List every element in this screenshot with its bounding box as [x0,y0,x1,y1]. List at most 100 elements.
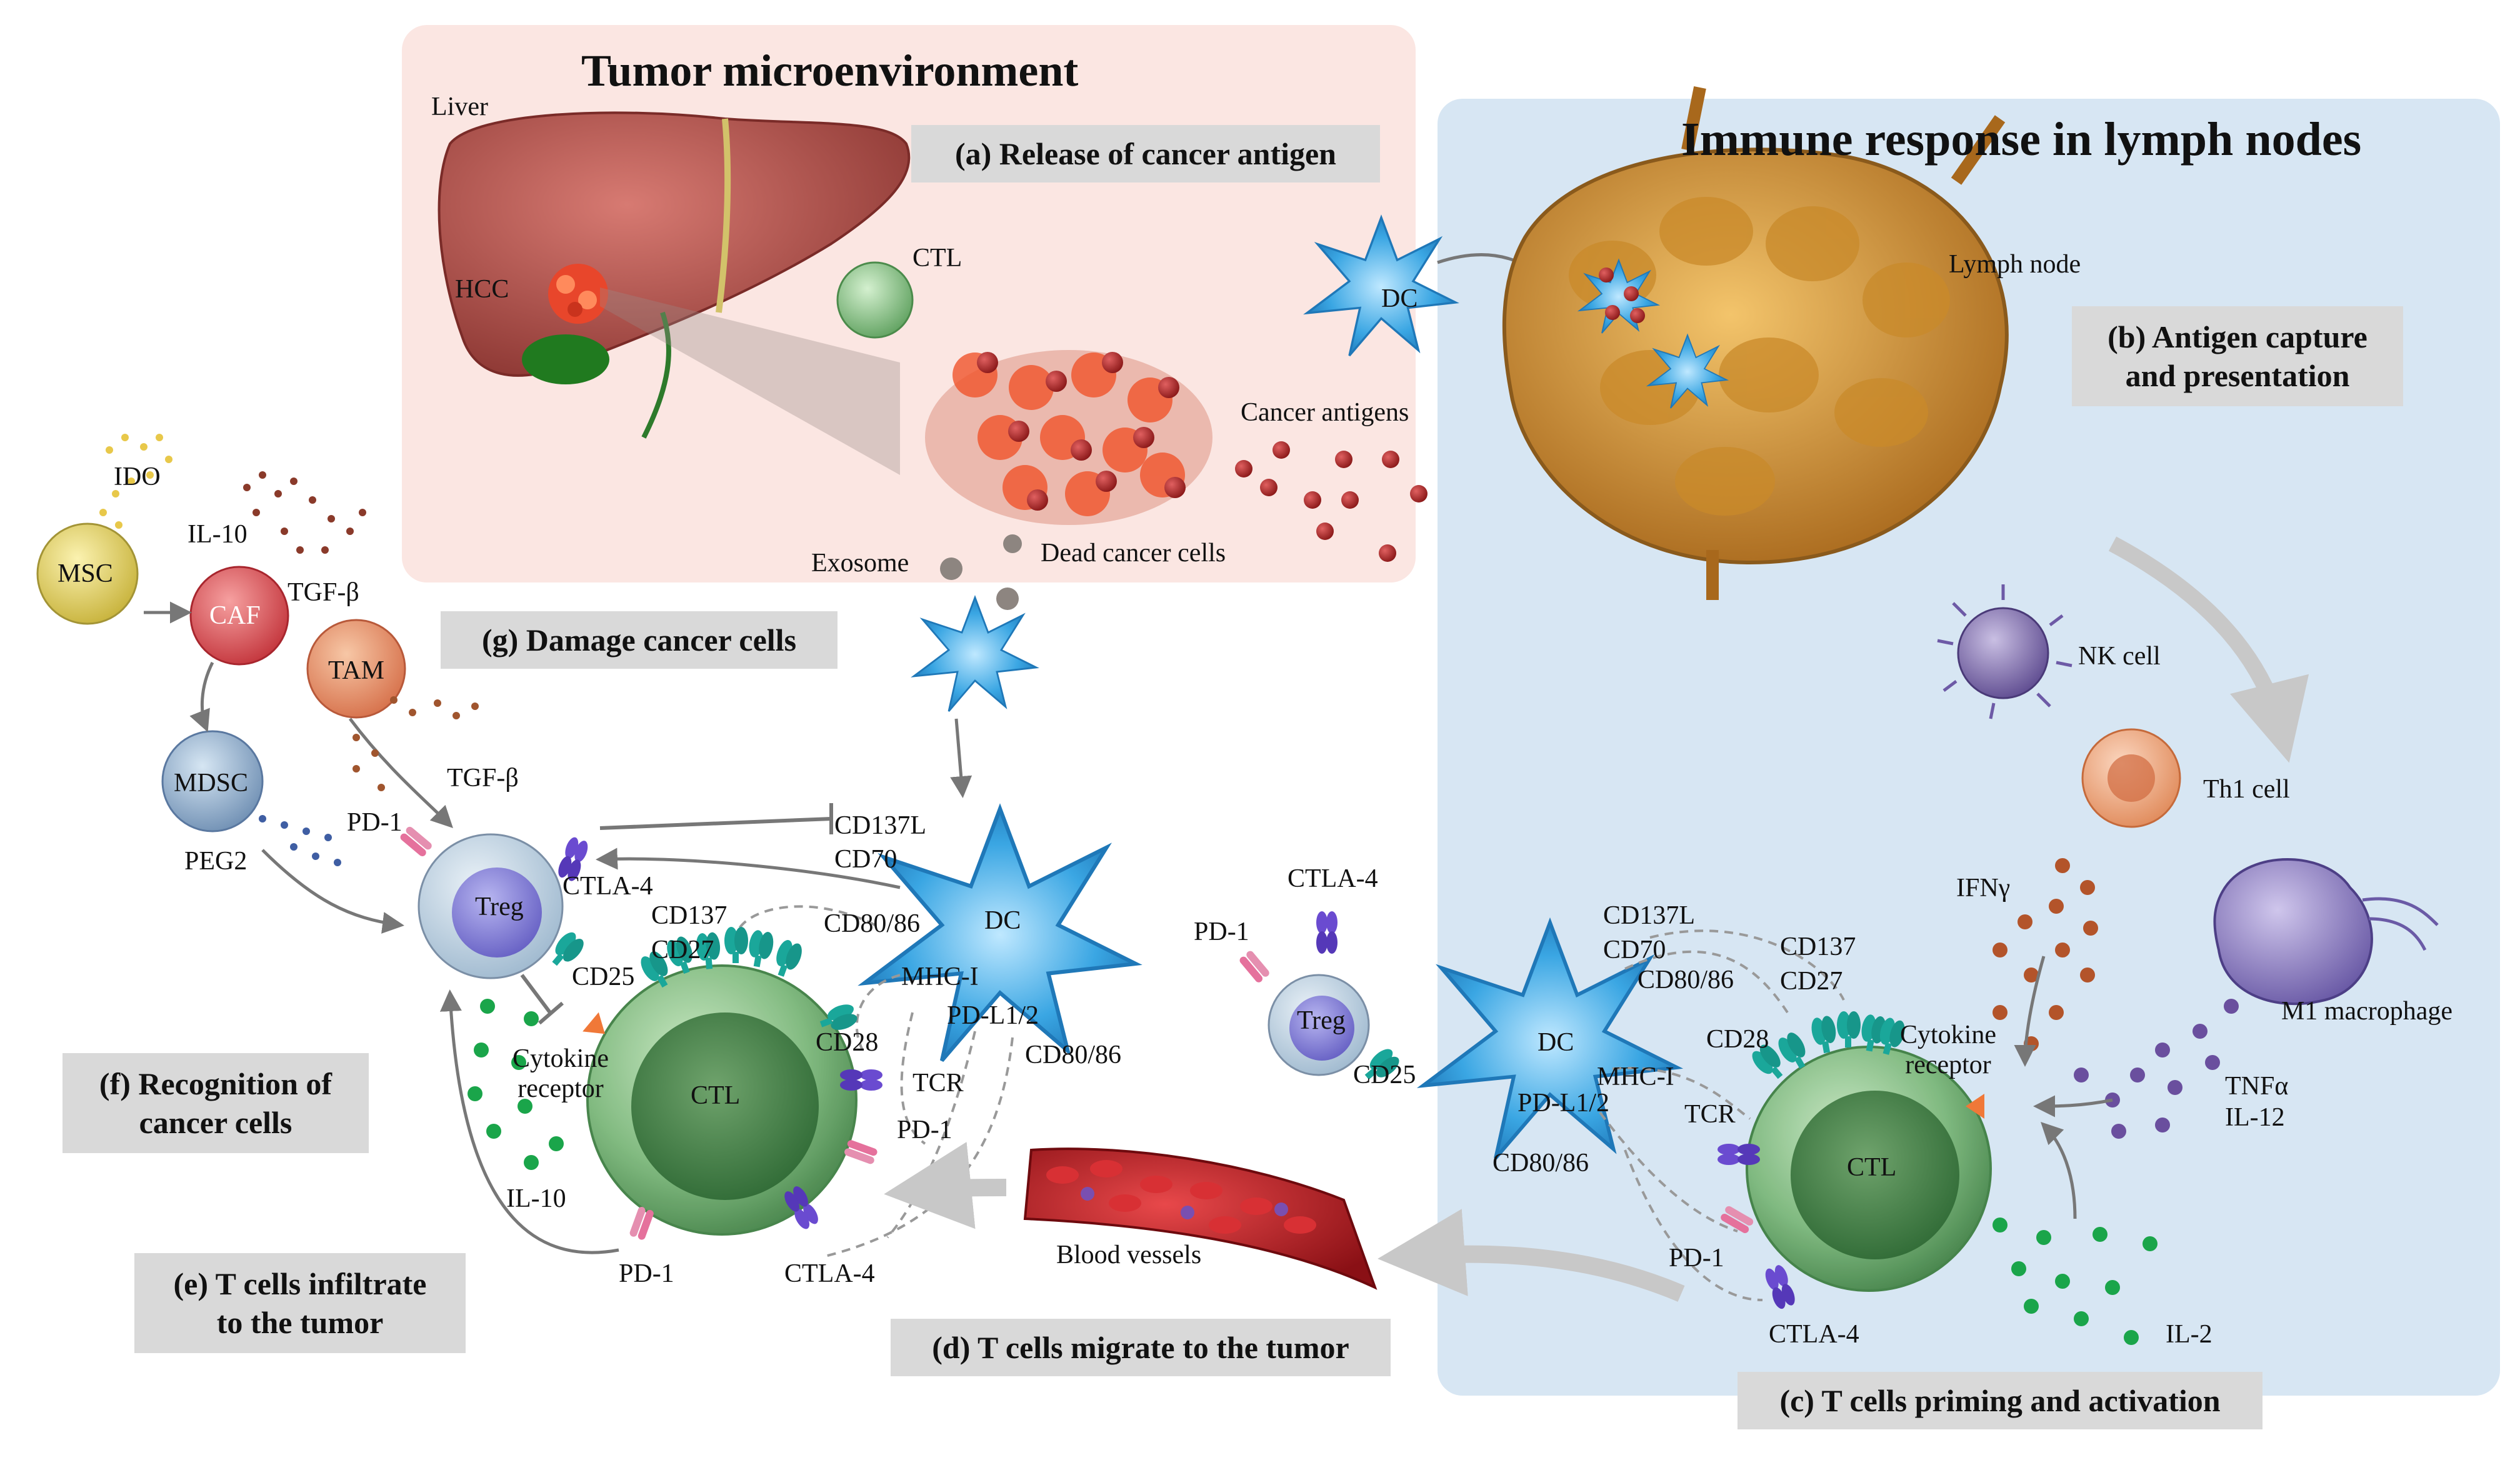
lymph-node-label: Lymph node [1949,250,2081,279]
il10-dots [468,999,564,1170]
cytokine-receptor-left-label: Cytokine receptor [512,1044,609,1104]
nk-cell [1937,584,2072,719]
mhc1-right-label: MHC-I [1597,1062,1674,1091]
cd8086-left-top-label: CD80/86 [824,909,921,938]
cancer-antigens-label: Cancer antigens [1241,398,1409,427]
cytokine-receptor-right-line1: Cytokine [1900,1021,1996,1049]
il10-caf-label: IL-10 [188,520,248,549]
dc-left-label: DC [984,906,1021,935]
cytokine-receptor-right-label: Cytokine receptor [1900,1020,1996,1081]
ctl-left-label: CTL [691,1081,741,1110]
caf-secretion-dots [243,471,366,554]
ctla4-treg-left-label: CTLA-4 [562,872,653,901]
ctla4-treg-right-label: CTLA-4 [1288,864,1378,893]
tcr-right-label: TCR [1684,1100,1736,1129]
step-e-box: (e) T cells infiltrate to the tumor [134,1253,466,1353]
treg-left-label: Treg [475,892,524,921]
step-a-label: (a) Release of cancer antigen [954,136,1336,171]
cd137-left-label: CD137 [651,901,728,930]
step-b-line2: and presentation [2125,358,2350,393]
ido-dots [99,434,172,529]
blood-vessel-illustration [1023,1148,1378,1290]
exosome-label: Exosome [811,549,909,578]
th1-cell-label: Th1 cell [2203,775,2290,804]
msc-label: MSC [58,559,113,588]
cd28-right-label: CD28 [1706,1025,1769,1054]
cd137-right-label: CD137 [1780,932,1856,961]
step-f-box: (f) Recognition of cancer cells [62,1053,369,1153]
il12-label: IL-12 [2225,1103,2285,1132]
caf-label: CAF [209,601,261,630]
il2-label: IL-2 [2166,1320,2212,1349]
ctl-right [1718,1011,1992,1311]
cytokine-receptor-left-line1: Cytokine [512,1044,609,1073]
nk-cell-label: NK cell [2078,642,2161,671]
step-c-box: (c) T cells priming and activation [1738,1372,2262,1429]
dc-top-label: DC [1381,284,1418,313]
cd8086-right-bottom-label: CD80/86 [1492,1149,1589,1178]
dc-mid-small [912,596,1038,712]
pdl12-left-label: PD-L1/2 [947,1001,1039,1030]
ifng-label: IFNγ [1956,874,2011,902]
cd8086-right-top-label: CD80/86 [1638,966,1734,994]
ctl-small-label: CTL [912,244,962,272]
mdsc-label: MDSC [174,769,249,798]
ctl-right-label: CTL [1847,1153,1897,1182]
cd8086-left-bottom-label: CD80/86 [1025,1041,1122,1069]
step-f-line1: (f) Recognition of [99,1066,332,1101]
liver-label: Liver [431,92,488,121]
cytokine-receptor-right-line2: receptor [1905,1051,1991,1080]
il10-left-label: IL-10 [506,1184,566,1213]
lymph-node-illustration [1502,86,2009,600]
cd137l-left-label: CD137L [834,811,926,840]
mdsc-cell [161,730,264,832]
step-g-box: (g) Damage cancer cells [441,611,838,669]
dc-right-label: DC [1538,1028,1574,1057]
tnfa-il12-dots [2074,999,2239,1139]
step-b-line1: (b) Antigen capture [2108,319,2368,354]
pd1-treg-left-label: PD-1 [347,808,402,837]
cd25-treg-right-label: CD25 [1353,1061,1416,1089]
m1-macrophage-label: M1 macrophage [2281,997,2453,1026]
tam-label: TAM [328,656,384,685]
pdl12-right-label: PD-L1/2 [1518,1089,1609,1118]
cancer-antigen-dots [1235,441,1428,562]
step-g-label: (g) Damage cancer cells [481,622,797,658]
pd1-ctl-left-bottom-label: PD-1 [619,1259,674,1288]
tnfa-label: TNFα [2225,1072,2289,1101]
cd137l-right-label: CD137L [1603,901,1695,930]
th1-cell [2081,728,2181,828]
pd1-right-label: PD-1 [1669,1244,1724,1272]
tgfb-caf-label: TGF-β [288,578,359,607]
cd27-right-label: CD27 [1780,967,1843,996]
cd27-left-label: CD27 [651,936,714,964]
treg-right [1238,911,1403,1087]
peg2-dots [259,815,341,866]
cd70-right-label: CD70 [1603,936,1666,964]
blood-vessels-label: Blood vessels [1056,1241,1202,1269]
step-e-line2: to the tumor [216,1305,384,1340]
dead-cancer-cells-label: Dead cancer cells [1041,539,1226,568]
ido-label: IDO [114,462,161,491]
m1-macrophage [2213,858,2439,1006]
cancer-cell-cluster [925,350,1212,525]
cd25-treg-left-label: CD25 [572,962,635,991]
ctla4-ctl-left-bottom-label: CTLA-4 [784,1259,875,1288]
ctl-left [582,927,882,1241]
step-d-box: (d) T cells migrate to the tumor [891,1319,1391,1376]
treg-left [399,825,591,979]
step-f-line2: cancer cells [139,1105,292,1140]
tcr-left-label: TCR [912,1069,964,1098]
pd1-treg-right-label: PD-1 [1194,918,1249,946]
msc-cell [36,522,139,625]
tgfb-tam-label: TGF-β [447,764,519,792]
liver-illustration [438,111,911,475]
lymph-response-title: Immune response in lymph nodes [1681,113,2362,166]
hcc-label: HCC [455,275,509,304]
hcc-tumor [548,264,608,324]
tumor-microenvironment-title: Tumor microenvironment [581,46,1079,96]
il2-dots [1992,1218,2158,1345]
cd70-left-label: CD70 [834,845,898,874]
step-b-box: (b) Antigen capture and presentation [2072,306,2403,406]
